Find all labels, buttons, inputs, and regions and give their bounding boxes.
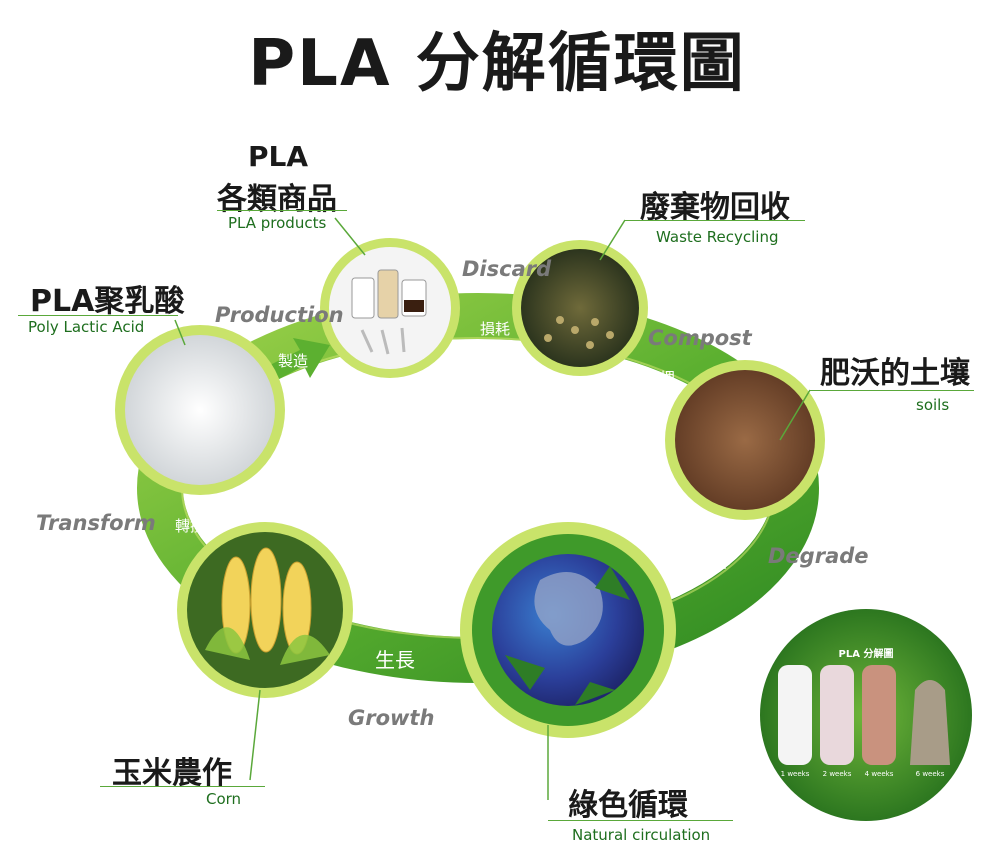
pla-acid-subtitle: Poly Lactic Acid bbox=[28, 318, 145, 336]
waste-leader bbox=[599, 219, 626, 261]
soil-title: 肥沃的土壤 bbox=[820, 356, 970, 391]
step-discard-label: Discard bbox=[462, 257, 552, 281]
products-title-line2: 各類商品 bbox=[217, 182, 337, 217]
step-production-label: Production bbox=[215, 303, 344, 327]
inset-week-label: 4 weeks bbox=[865, 770, 894, 778]
inset-week-label: 6 weeks bbox=[916, 770, 945, 778]
inset-week-label: 2 weeks bbox=[823, 770, 852, 778]
soil-subtitle: soils bbox=[916, 396, 950, 414]
products-leader bbox=[334, 217, 366, 256]
step-discard-zh: 損耗 bbox=[480, 320, 511, 338]
step-growth-zh: 生長 bbox=[375, 648, 415, 672]
waste-title: 廢棄物回收 bbox=[640, 190, 790, 225]
soil-leader bbox=[779, 389, 811, 441]
recycle-arrow-icon bbox=[505, 655, 545, 690]
inset-decomposition-photo bbox=[760, 609, 972, 821]
compost-photo bbox=[512, 240, 648, 376]
step-transform-label: Transform bbox=[36, 511, 156, 535]
inset-title: PLA 分解圖 bbox=[839, 647, 894, 660]
products-photo bbox=[320, 238, 460, 378]
pla-acid-leader bbox=[174, 319, 186, 346]
products-title-line1: PLA bbox=[248, 140, 309, 173]
cycle-subtitle: Natural circulation bbox=[572, 826, 711, 844]
products-subtitle: PLA products bbox=[228, 214, 327, 232]
corn-photo bbox=[177, 522, 353, 698]
step-transform-zh: 轉換 bbox=[175, 517, 206, 535]
corn-leader bbox=[249, 689, 261, 781]
step-compost-zh: 掩埋 bbox=[645, 369, 676, 387]
recycle-arrow-icon bbox=[595, 566, 630, 600]
soil-photo bbox=[665, 360, 825, 520]
step-compost-label: Compost bbox=[648, 326, 752, 350]
pla-resin-photo bbox=[115, 325, 285, 495]
corn-title: 玉米農作 bbox=[112, 756, 232, 791]
corn-subtitle: Corn bbox=[206, 790, 242, 808]
inset-week-label: 1 weeks bbox=[781, 770, 810, 778]
waste-subtitle: Waste Recycling bbox=[656, 228, 779, 246]
page-title: PLA 分解循環圖 bbox=[248, 27, 746, 101]
globe-photo bbox=[460, 522, 676, 738]
step-degrade-zh: 分解 bbox=[690, 548, 730, 572]
cycle-title: 綠色循環 bbox=[568, 788, 688, 823]
step-production-zh: 製造 bbox=[278, 352, 309, 370]
step-degrade-label: Degrade bbox=[768, 544, 869, 568]
recycle-arrow-icon bbox=[575, 682, 615, 705]
step-growth-label: Growth bbox=[348, 706, 435, 730]
pla-acid-title: PLA聚乳酸 bbox=[30, 284, 185, 319]
